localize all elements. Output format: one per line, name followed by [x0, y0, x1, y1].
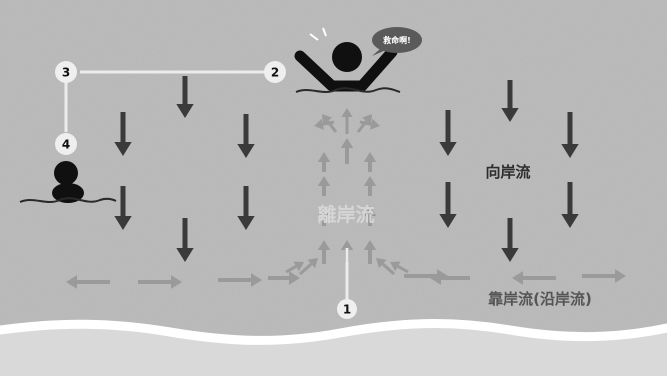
step-3-number: 3: [62, 66, 70, 80]
step-1-number: 1: [343, 303, 351, 317]
step-3-marker: 3: [55, 61, 77, 83]
step-4-marker: 4: [55, 133, 77, 155]
rip-current-label: 離岸流: [317, 203, 374, 226]
longshore-current-label: 靠岸流(沿岸流): [488, 290, 592, 308]
step-4-number: 4: [62, 138, 70, 152]
step-1-marker: 1: [337, 299, 357, 319]
help-bubble-text: 救命啊!: [383, 35, 411, 45]
step-2-marker: 2: [264, 61, 286, 83]
step-2-number: 2: [271, 66, 279, 80]
onshore-current-label: 向岸流: [485, 163, 530, 181]
